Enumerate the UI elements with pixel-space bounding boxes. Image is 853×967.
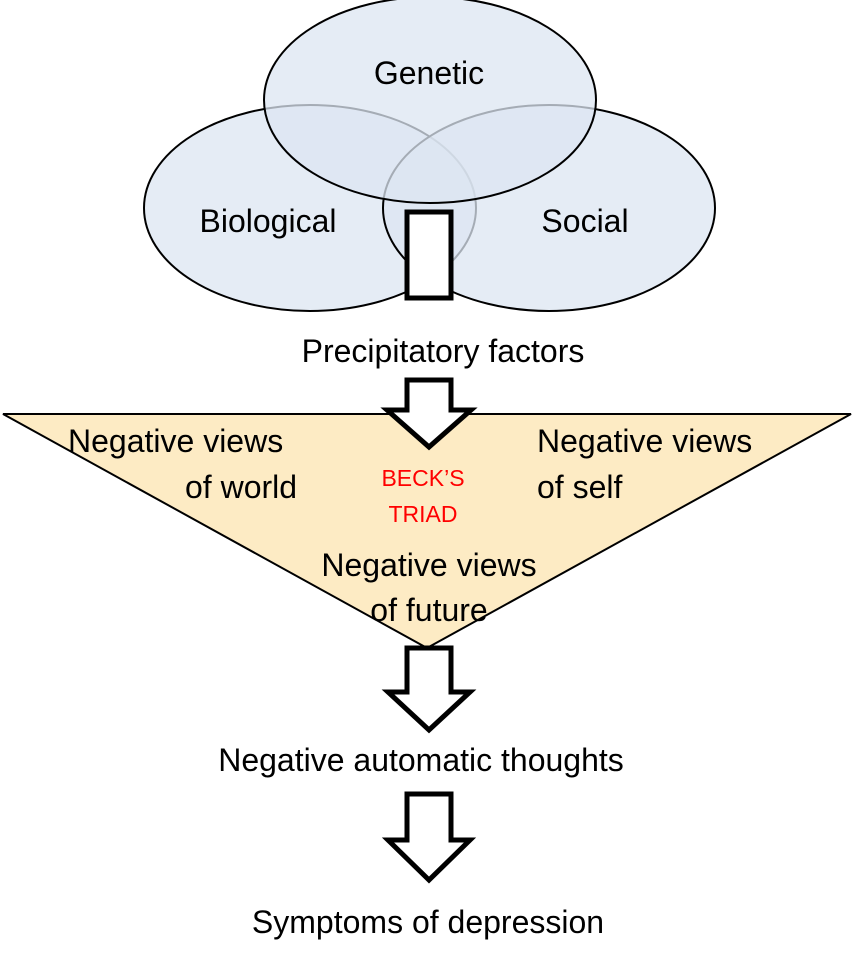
precipitatory-factors-label: Precipitatory factors	[302, 333, 585, 369]
genetic-label: Genetic	[374, 55, 484, 91]
triad-title-line2: TRIAD	[389, 501, 458, 527]
venn-diagram: Genetic Biological Social	[143, 0, 716, 312]
triad-to-thoughts-arrow	[381, 645, 477, 734]
social-label: Social	[541, 203, 628, 239]
negative-thoughts-label: Negative automatic thoughts	[218, 742, 624, 778]
future-views-line2: of future	[370, 592, 487, 628]
symptoms-label: Symptoms of depression	[252, 904, 604, 940]
genetic-circle	[263, 0, 597, 204]
world-views-line1: Negative views	[68, 423, 283, 459]
self-views-line1: Negative views	[537, 423, 752, 459]
thoughts-to-symptoms-arrow	[381, 791, 477, 884]
world-views-line2: of world	[185, 469, 297, 505]
precipitatory-to-triad-arrow	[380, 377, 478, 451]
becks-triad: BECK’S TRIAD Negative views of world Neg…	[2, 377, 852, 650]
future-views-line1: Negative views	[321, 547, 536, 583]
biological-label: Biological	[200, 203, 337, 239]
triad-title-line1: BECK’S	[381, 465, 464, 491]
venn-to-precipitatory-arrow	[404, 209, 454, 301]
self-views-line2: of self	[537, 469, 622, 505]
